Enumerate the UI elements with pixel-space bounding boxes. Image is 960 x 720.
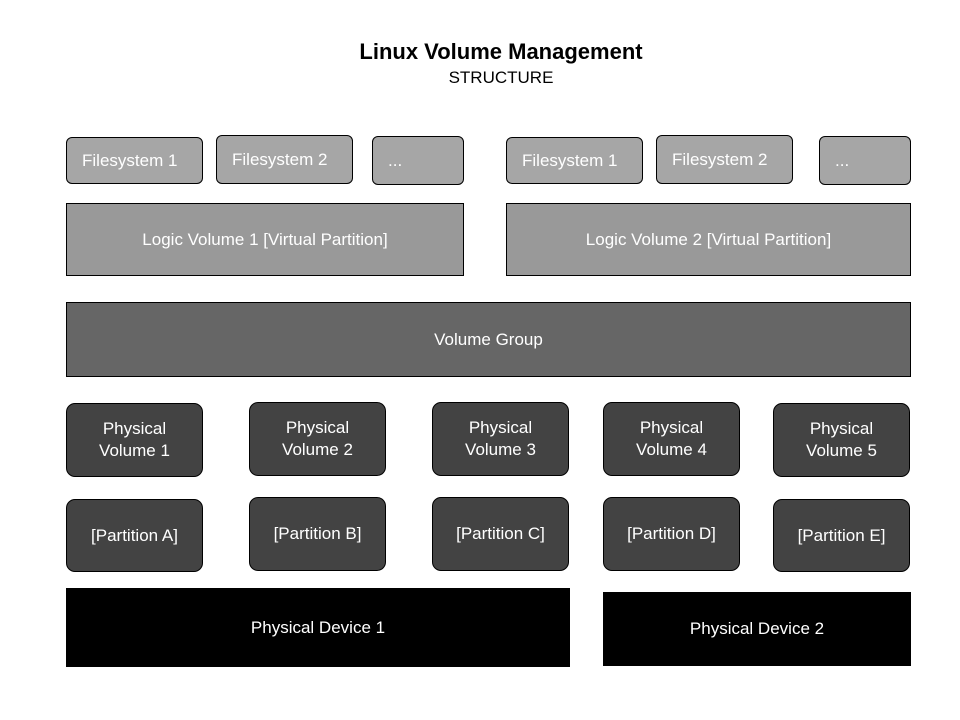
logic-volume-label: Logic Volume 2 [Virtual Partition]	[585, 229, 832, 249]
physical-device-box: Physical Device 1	[66, 588, 570, 667]
partition-box: [Partition E]	[773, 499, 910, 572]
logic-volume-label: Logic Volume 1 [Virtual Partition]	[142, 229, 388, 249]
partition-box: [Partition B]	[249, 497, 386, 571]
physical-volume-label: Physical Volume 5	[806, 419, 877, 460]
logic-volume-box: Logic Volume 2 [Virtual Partition]	[506, 203, 911, 276]
physical-device-label: Physical Device 2	[689, 619, 825, 638]
filesystem-box: Filesystem 2	[216, 135, 353, 184]
volume-group-box: Volume Group	[66, 302, 911, 377]
diagram-title: Linux Volume Management	[359, 39, 643, 64]
filesystem-box: ...	[819, 136, 911, 185]
filesystem-box: Filesystem 2	[656, 135, 793, 184]
filesystem-box: Filesystem 1	[66, 137, 203, 184]
physical-volume-label: Physical Volume 3	[465, 418, 536, 459]
filesystem-label: Filesystem 2	[232, 150, 328, 169]
physical-volume-box: Physical Volume 3	[432, 402, 569, 476]
physical-volume-box: Physical Volume 4	[603, 402, 740, 476]
logic-volume-box: Logic Volume 1 [Virtual Partition]	[66, 203, 464, 276]
physical-volume-box: Physical Volume 1	[66, 403, 203, 477]
physical-volume-box: Physical Volume 2	[249, 402, 386, 476]
partition-label: [Partition A]	[91, 525, 178, 545]
physical-device-box: Physical Device 2	[603, 592, 911, 666]
physical-volume-label: Physical Volume 2	[282, 418, 353, 459]
physical-volume-box: Physical Volume 5	[773, 403, 910, 477]
diagram-subtitle: STRUCTURE	[448, 68, 554, 87]
partition-label: [Partition E]	[797, 525, 886, 545]
filesystem-label: Filesystem 1	[82, 150, 178, 170]
volume-group-label: Volume Group	[434, 329, 543, 349]
partition-box: [Partition D]	[603, 497, 740, 571]
partition-label: [Partition D]	[627, 524, 716, 543]
partition-label: [Partition C]	[456, 524, 545, 543]
physical-volume-label: Physical Volume 4	[636, 418, 707, 459]
filesystem-box: ...	[372, 136, 464, 185]
filesystem-label: ...	[835, 150, 850, 170]
filesystem-box: Filesystem 1	[506, 137, 643, 184]
physical-volume-label: Physical Volume 1	[99, 419, 170, 460]
partition-label: [Partition B]	[273, 524, 362, 543]
partition-box: [Partition A]	[66, 499, 203, 572]
physical-device-label: Physical Device 1	[250, 617, 386, 637]
partition-box: [Partition C]	[432, 497, 569, 571]
filesystem-label: Filesystem 2	[672, 150, 768, 169]
filesystem-label: Filesystem 1	[522, 150, 618, 170]
filesystem-label: ...	[388, 150, 403, 170]
